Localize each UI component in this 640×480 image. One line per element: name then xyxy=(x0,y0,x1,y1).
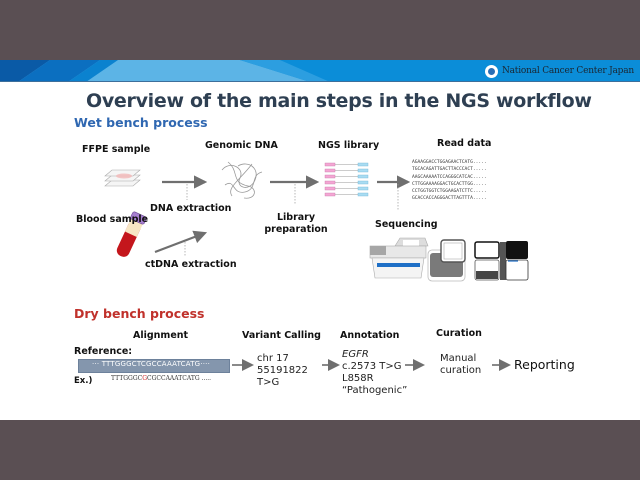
blood-sample-label: Blood sample xyxy=(76,214,149,225)
variant-calling-label: Variant Calling xyxy=(242,330,321,341)
library-adapter-left xyxy=(324,174,336,179)
read-line: AGAAGGACCTGGAGAACTCATG..... xyxy=(412,160,487,165)
library-adapter-right xyxy=(357,192,369,197)
curation-label: Curation xyxy=(436,328,482,339)
workflow-diagram xyxy=(104,161,529,371)
variant-chromosome: chr 17 xyxy=(257,353,289,364)
example-label: Ex.) xyxy=(74,376,93,386)
read-line: CCTGGTGGTCTGGAAGATCTTC..... xyxy=(412,189,487,195)
annotation-cdna: c.2573 T>G xyxy=(342,361,402,372)
curation-result: Manual curation xyxy=(440,353,482,376)
library-adapter-left xyxy=(324,180,336,185)
mutation-base: G xyxy=(142,375,147,382)
read-data-sequences: AGAAGGACCTGGAGAACTCATG..... TGCACAGATTGA… xyxy=(412,159,487,203)
annotation-label: Annotation xyxy=(340,330,400,341)
slide-title: Overview of the main steps in the NGS wo… xyxy=(86,90,592,112)
sequencer-instrument-icon xyxy=(369,237,429,279)
reference-sequence-bar xyxy=(78,359,230,373)
ngs-library-label: NGS library xyxy=(318,140,380,151)
variant-position: 55191822 xyxy=(257,365,308,376)
library-adapter-right xyxy=(357,180,369,185)
reporting-label: Reporting xyxy=(514,357,575,372)
sequencer-instrument-icon xyxy=(427,239,466,282)
organization-brand: National Cancer Center Japan xyxy=(484,64,634,78)
sequencing-label: Sequencing xyxy=(375,219,438,230)
library-adapter-left xyxy=(324,168,336,173)
genomic-dna-label: Genomic DNA xyxy=(205,140,278,151)
variant-call-result: chr 17 55191822 T>G xyxy=(257,353,308,389)
wet-bench-heading: Wet bench process xyxy=(74,115,208,130)
annotation-gene: EGFR xyxy=(342,349,369,360)
banner-graphic xyxy=(0,60,640,82)
read-line: GCACCACCAGGGACTTAGTTTA..... xyxy=(412,196,487,202)
arrow-ctdna-extraction xyxy=(154,230,208,254)
library-adapter-right xyxy=(357,186,369,191)
reference-sequence: ··· TTTGGGCTCGCCAAATCATG···· xyxy=(92,360,211,368)
slide: National Cancer Center Japan Overview of… xyxy=(0,60,640,420)
read-line: TGCACAGATTGACTTACCCACT..... xyxy=(412,167,487,173)
genomic-dna-icon xyxy=(221,161,263,199)
read-line: CTTGGAAAAGGACTGCACTTGG..... xyxy=(412,181,487,187)
library-adapter-right xyxy=(357,174,369,179)
dna-extraction-label: DNA extraction xyxy=(150,203,232,214)
annotation-significance: “Pathogenic” xyxy=(342,385,408,396)
annotation-protein: L858R xyxy=(342,373,374,384)
ncc-logo-icon xyxy=(484,64,498,78)
variant-change: T>G xyxy=(257,377,280,388)
library-preparation-label: Library preparation xyxy=(264,212,328,235)
reference-label: Reference: xyxy=(74,346,133,357)
example-read-sequence: TTTGGGCGCGCCAAATCATG ..... xyxy=(111,375,212,382)
ffpe-slides-icon xyxy=(104,169,141,187)
ngs-library-icon xyxy=(324,162,369,197)
read-line: AAGCAAAAATCCAGGGCATCAC..... xyxy=(412,174,487,180)
library-adapter-left xyxy=(324,162,336,167)
ffpe-sample-label: FFPE sample xyxy=(82,144,151,155)
library-adapter-right xyxy=(357,168,369,173)
library-adapter-right xyxy=(357,162,369,167)
sequencer-instrument-icon xyxy=(474,241,529,281)
organization-name: National Cancer Center Japan xyxy=(501,66,634,76)
library-adapter-left xyxy=(324,192,336,197)
dry-bench-heading: Dry bench process xyxy=(74,306,205,321)
annotation-result: EGFR c.2573 T>G L858R “Pathogenic” xyxy=(342,349,407,397)
library-adapter-left xyxy=(324,186,336,191)
ctdna-extraction-label: ctDNA extraction xyxy=(145,259,237,270)
header-banner: National Cancer Center Japan xyxy=(0,60,640,82)
read-data-label: Read data xyxy=(437,138,492,149)
alignment-label: Alignment xyxy=(133,330,189,341)
blood-tube-icon xyxy=(116,211,147,257)
